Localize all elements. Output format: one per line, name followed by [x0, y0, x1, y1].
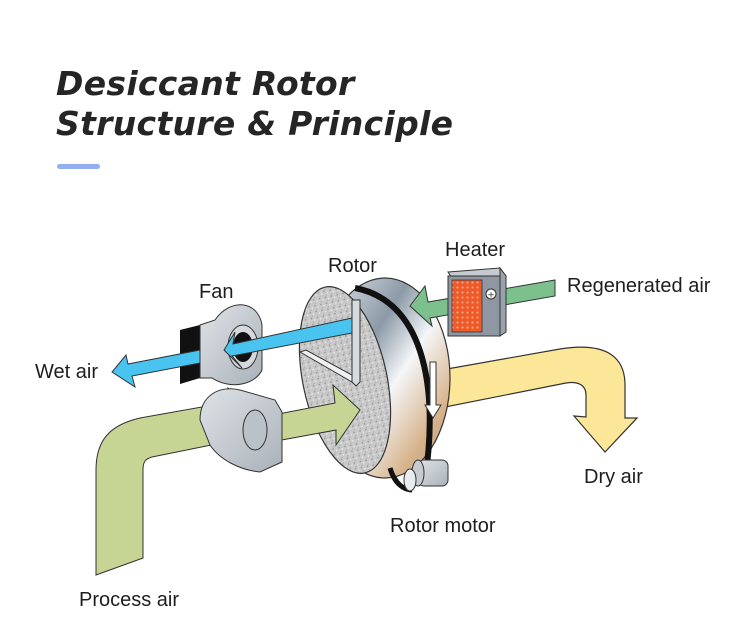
label-wet-air: Wet air — [35, 361, 98, 383]
process-fan — [199, 388, 283, 473]
page-title: Desiccant Rotor Structure & Principle — [56, 64, 453, 144]
wet-air-arrow — [223, 317, 353, 369]
power-plus-icon — [485, 288, 497, 300]
rotor-belt — [354, 285, 433, 481]
label-regenerated-air: Regenerated air — [567, 275, 711, 297]
rotor-sector-divider — [351, 299, 361, 387]
wet-air-outlet-arrow — [111, 349, 201, 389]
rotor-motor — [387, 459, 449, 493]
heater: + — [447, 266, 507, 337]
title-accent-bar — [57, 164, 100, 169]
dry-air-arrow — [429, 346, 639, 453]
label-rotor-motor: Rotor motor — [390, 515, 496, 537]
title-line-2: Structure & Principle — [56, 104, 454, 143]
svg-text:+: + — [487, 291, 495, 301]
title-line-1: Desiccant Rotor — [56, 64, 355, 103]
label-process-air: Process air — [79, 589, 179, 611]
label-rotor: Rotor — [328, 255, 377, 277]
label-dry-air: Dry air — [584, 466, 643, 488]
label-heater: Heater — [445, 239, 505, 261]
rotor-seal-bar — [298, 349, 353, 383]
label-fan: Fan — [199, 281, 233, 303]
rotation-arrow-icon — [424, 361, 442, 419]
